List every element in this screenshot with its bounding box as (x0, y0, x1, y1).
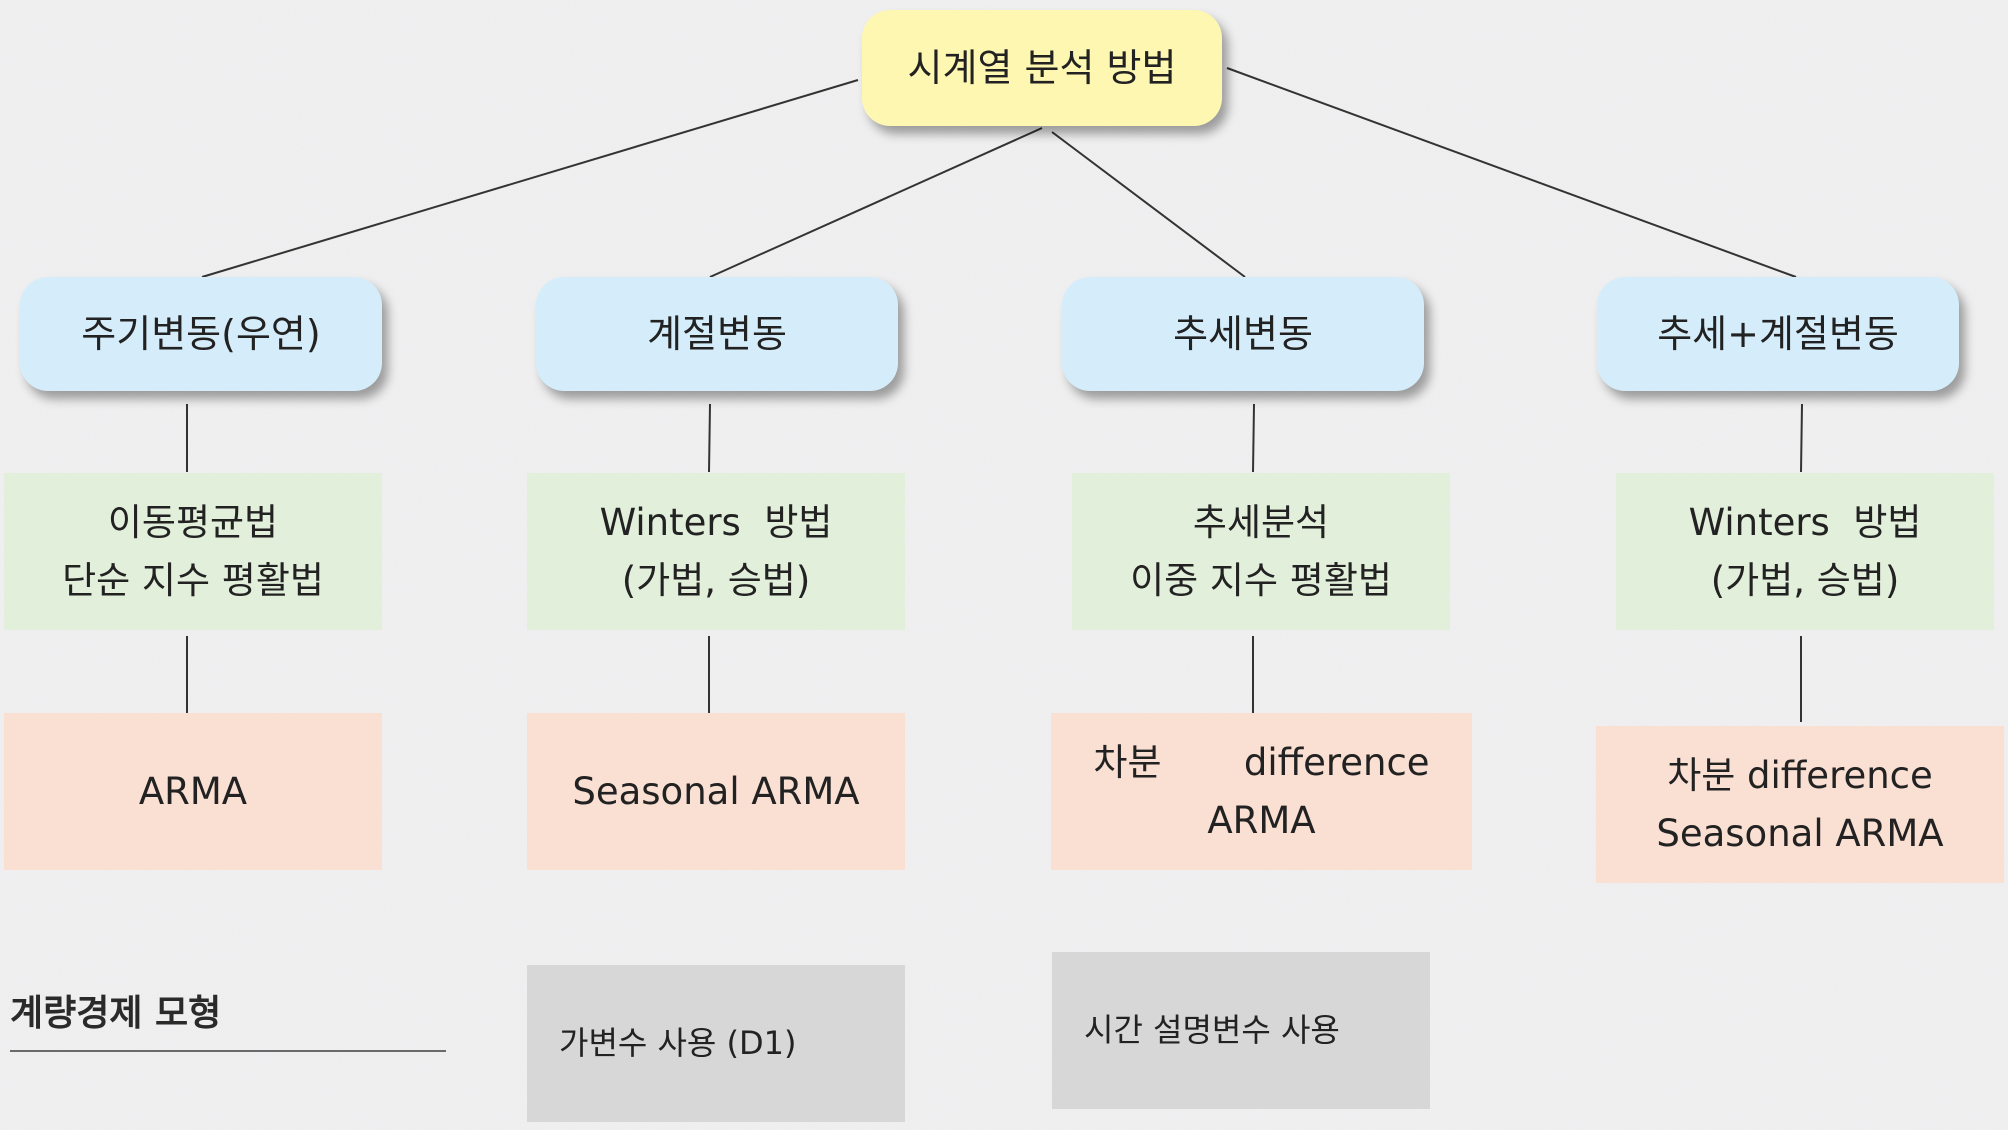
econometric-box-dummy: 가변수 사용 (D1) (527, 965, 905, 1122)
method-line: (가법, 승법) (1710, 558, 1900, 602)
model-line: ARMA (138, 769, 248, 813)
method-line: 이중 지수 평활법 (1130, 558, 1392, 602)
category-label: 주기변동(우연) (81, 311, 321, 356)
model-line: Seasonal ARMA (1656, 811, 1944, 855)
root-node: 시계열 분석 방법 (862, 10, 1222, 126)
connector-cat2-to-method (708, 403, 711, 473)
method-box-periodic: 이동평균법 단순 지수 평활법 (4, 473, 382, 630)
model-box-trend-seasonal: 차분 difference Seasonal ARMA (1596, 726, 2004, 883)
model-line: Seasonal ARMA (572, 769, 860, 813)
econometric-section-title: 계량경제 모형 (10, 993, 222, 1034)
econometric-item: 시간 설명변수 사용 (1084, 1010, 1340, 1049)
connector-root-to-cat3 (1051, 131, 1246, 278)
method-box-trend-seasonal: Winters 방법 (가법, 승법) (1616, 473, 1994, 630)
category-label: 추세변동 (1173, 311, 1313, 356)
method-line: (가법, 승법) (621, 558, 811, 602)
model-box-periodic: ARMA (4, 713, 382, 870)
category-label: 추세+계절변동 (1657, 311, 1899, 356)
method-line: Winters 방법 (1688, 501, 1922, 545)
method-line: 추세분석 (1192, 501, 1330, 545)
category-node-trend: 추세변동 (1062, 277, 1424, 391)
connector-root-to-cat1 (201, 79, 859, 278)
method-box-trend: 추세분석 이중 지수 평활법 (1072, 473, 1450, 630)
model-line: 차분 difference (1093, 741, 1430, 785)
model-line: ARMA (1207, 798, 1316, 842)
connector-root-to-cat4 (1226, 67, 1797, 278)
econometric-box-time-variable: 시간 설명변수 사용 (1052, 952, 1430, 1109)
model-line: 차분 difference (1667, 754, 1933, 798)
model-box-trend: 차분 difference ARMA (1051, 713, 1472, 870)
category-node-trend-seasonal: 추세+계절변동 (1597, 277, 1959, 391)
method-line: Winters 방법 (599, 501, 833, 545)
connector-cat4-to-method (1800, 403, 1803, 473)
model-box-seasonal: Seasonal ARMA (527, 713, 905, 870)
econometric-item: 가변수 사용 (D1) (559, 1023, 797, 1062)
category-label: 계절변동 (647, 311, 787, 356)
connector-root-to-cat2 (709, 127, 1043, 278)
connector-cat3-to-method (1252, 403, 1255, 473)
category-node-periodic: 주기변동(우연) (20, 277, 382, 391)
method-box-seasonal: Winters 방법 (가법, 승법) (527, 473, 905, 630)
root-label: 시계열 분석 방법 (907, 45, 1177, 90)
method-line: 단순 지수 평활법 (62, 558, 324, 602)
section-divider (10, 1050, 446, 1052)
category-node-seasonal: 계절변동 (536, 277, 898, 391)
method-line: 이동평균법 (107, 501, 279, 545)
